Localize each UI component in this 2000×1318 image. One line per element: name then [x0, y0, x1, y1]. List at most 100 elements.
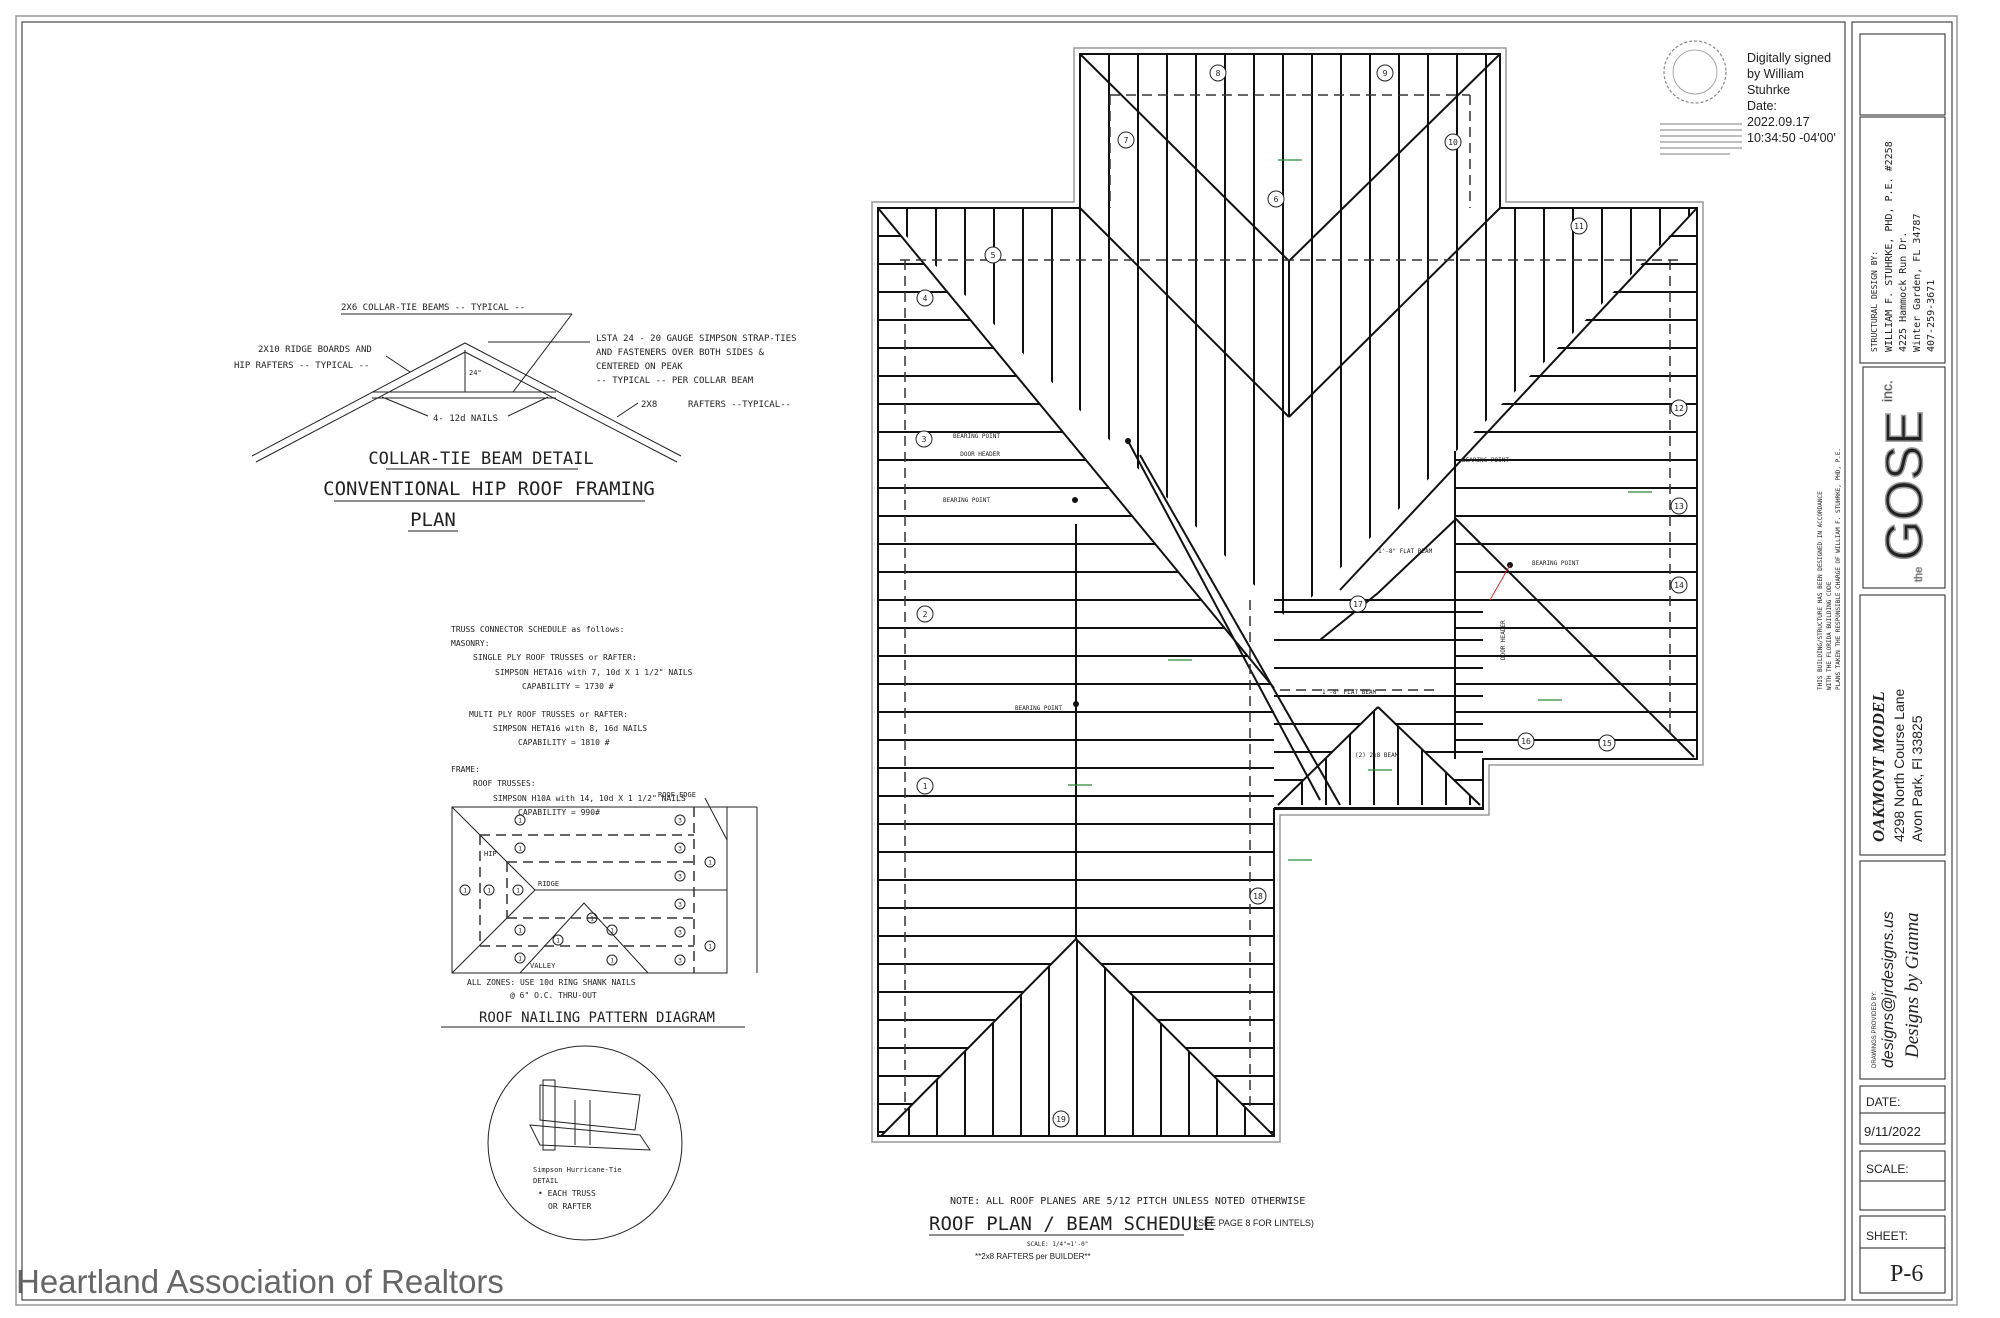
designer-cell [1859, 860, 1946, 1080]
zone-number: 1 [610, 928, 614, 935]
collar-tie-detail: 2X6 COLLAR-TIE BEAMS -- TYPICAL -- 2X10 … [234, 303, 796, 532]
plan-label-marker [1117, 131, 1135, 149]
hip-ridge-line [1277, 706, 1379, 806]
plan-label-marker [916, 605, 934, 623]
tie-detail-line-3: • EACH TRUSS [538, 1189, 596, 1198]
truss-connector-schedule: TRUSS CONNECTOR SCHEDULE as follows: MASO… [451, 625, 693, 817]
right-rafters [1455, 235, 1697, 741]
callout-bearing-point-5: BEARING POINT [1532, 560, 1579, 567]
zone-marker [552, 934, 564, 946]
zone-marker [514, 814, 526, 826]
zone-number: 3 [678, 874, 682, 881]
hip-ridge-line [1377, 706, 1481, 806]
plan-label-number: 7 [1124, 136, 1129, 145]
schedule-line: TRUSS CONNECTOR SCHEDULE as follows: [451, 625, 624, 634]
zone-marker [674, 870, 686, 882]
signature-line: 2022.09.17 [1747, 115, 1810, 129]
label-rafters-typical: RAFTERS --TYPICAL-- [688, 400, 791, 410]
tie-detail-line-1: Simpson Hurricane-Tie [533, 1166, 622, 1174]
callout-bearing-point-3: BEARING POINT [1015, 705, 1062, 712]
zone-number: 3 [678, 818, 682, 825]
code-note-line: WITH THE FLORIDA BUILDING CODE [1826, 581, 1833, 690]
callout-flat-beam-1: 1'-8" FLAT BEAM [1378, 548, 1433, 555]
outer-frame [15, 15, 1958, 1306]
zone-marker [512, 884, 524, 896]
plan-label-marker [1349, 595, 1367, 613]
signature-line: by William [1747, 67, 1804, 81]
title-cell-blank [1859, 33, 1946, 116]
plan-label-marker [1249, 887, 1267, 905]
lintel-note: (SEE PAGE 8 FOR LINTELS) [1195, 1218, 1314, 1228]
plan-label-marker [1052, 1110, 1070, 1128]
svg-text:inc.: inc. [1879, 380, 1895, 402]
hip-ridge-line [1454, 517, 1695, 758]
zone-marker [674, 814, 686, 826]
signature-line: 10:34:50 -04'00' [1747, 131, 1836, 145]
date-cell [1859, 1085, 1946, 1145]
schedule-line: SIMPSON HETA16 with 7, 10d X 1 1/2" NAIL… [495, 668, 693, 677]
plan-label-marker [1267, 190, 1285, 208]
plan-label-number: 3 [922, 435, 927, 444]
zone-number: 1 [487, 888, 491, 895]
plan-label-marker [984, 246, 1002, 264]
label-strap-ties: LSTA 24 - 20 GAUGE SIMPSON STRAP-TIES [596, 334, 796, 344]
roof-plan-title: ROOF PLAN / BEAM SCHEDULE [929, 1213, 1215, 1235]
zone-number: 3 [678, 930, 682, 937]
callout-bearing-point-4: BEARING POINT [1462, 457, 1509, 464]
zone-number: 1 [518, 846, 522, 853]
label-per-collar: -- TYPICAL -- PER COLLAR BEAM [596, 376, 754, 386]
callout-door-header-2: DOOR HEADER [1500, 620, 1507, 660]
structural-design-cell [1859, 116, 1946, 364]
hip-ridge-line [1288, 53, 1501, 262]
zone-marker [459, 884, 471, 896]
hip-ridge-line [1127, 440, 1321, 801]
zone-number: 1 [463, 888, 467, 895]
hip-ridge-line [1075, 938, 1275, 1137]
plan-label-number: 9 [1383, 69, 1388, 78]
zone-number: 1 [518, 956, 522, 963]
sheet-label: SHEET: [1866, 1229, 1908, 1243]
plan-label-marker [916, 289, 934, 307]
project-address-1: 4298 North Course Lane [1891, 688, 1907, 842]
zone-marker [514, 952, 526, 964]
label-ridge: RIDGE [538, 880, 559, 888]
nailing-note-2: @ 6" O.C. THRU-OUT [510, 991, 597, 1000]
tie-detail-line-2: DETAIL [533, 1177, 558, 1185]
plan-label-marker [915, 430, 933, 448]
structural-line: Winter Garden, FL 34787 [1912, 214, 1923, 352]
zone-marker [674, 954, 686, 966]
plan-label-number: 8 [1216, 69, 1221, 78]
plan-label-number: 11 [1574, 222, 1584, 231]
hip-roof-plan-title-2: PLAN [410, 509, 456, 531]
plan-label-marker [1570, 217, 1588, 235]
sheet-number: P-6 [1890, 1261, 1923, 1287]
scale-label: SCALE: [1866, 1162, 1909, 1176]
structural-line: 4225 Hammock Run Dr. [1898, 232, 1909, 352]
zone-number: 1 [556, 938, 560, 945]
zone-marker [514, 842, 526, 854]
designer-email[interactable]: designs@jrdesigns.us [1880, 911, 1897, 1068]
plan-label-number: 15 [1602, 739, 1612, 748]
project-cell [1859, 594, 1946, 856]
plan-label-number: 4 [923, 294, 928, 303]
nailing-note-1: ALL ZONES: USE 10d RING SHANK NAILS [467, 978, 636, 987]
date-label: DATE: [1866, 1095, 1900, 1109]
plan-label-number: 2 [923, 610, 928, 619]
hip-ridge-line [1319, 592, 1379, 641]
svg-text:GOSE: GOSE [1876, 411, 1934, 561]
schedule-line: MULTI PLY ROOF TRUSSES or RAFTER: [469, 710, 628, 719]
zone-number: 3 [678, 958, 682, 965]
roof-plan-scale: SCALE: 1/4"=1'-0" [1027, 1241, 1088, 1248]
nailing-title: ROOF NAILING PATTERN DIAGRAM [479, 1010, 715, 1026]
label-valley: VALLEY [530, 962, 556, 970]
zone-number: 3 [678, 902, 682, 909]
plan-label-number: 16 [1521, 737, 1531, 746]
hip-ridge-line [1377, 519, 1456, 594]
bearing-point-marker [1072, 497, 1078, 503]
callout-bearing-point-1: BEARING POINT [953, 433, 1000, 440]
structural-line: WILLIAM F. STUHRKE, PHD, P.E. #2258 [1884, 141, 1895, 352]
schedule-line: MASONRY: [451, 639, 490, 648]
plan-label-marker [1209, 64, 1227, 82]
zone-marker [483, 884, 495, 896]
